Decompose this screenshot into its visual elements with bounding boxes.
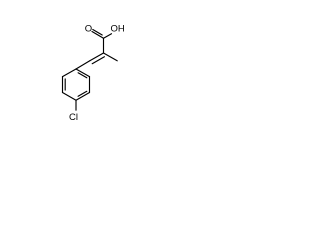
ring-bond-4 [61, 91, 77, 101]
alkene-double-bond [91, 56, 105, 65]
carbonyl-double-bond [92, 28, 103, 36]
carbonyl-bond [91, 30, 105, 39]
ring-to-vinyl-bond [75, 60, 91, 70]
hydroxyl-bond [102, 33, 113, 39]
chlorine-label: Cl [69, 112, 78, 123]
molecule-drawing: O OH Cl [61, 24, 125, 123]
methyl-bond [102, 52, 118, 62]
chemical-structure-diagram: O OH Cl [0, 0, 152, 152]
ring-bond-6 [61, 68, 77, 78]
alkene-bond [89, 52, 105, 62]
ring-inner-double-bond-2 [77, 90, 88, 97]
ring-bond-1 [75, 68, 91, 78]
ring-inner-double-bond-1 [77, 72, 88, 79]
hydroxyl-label: OH [111, 24, 125, 35]
ring-bond-3 [75, 91, 91, 101]
carbonyl-oxygen-label: O [85, 24, 92, 35]
